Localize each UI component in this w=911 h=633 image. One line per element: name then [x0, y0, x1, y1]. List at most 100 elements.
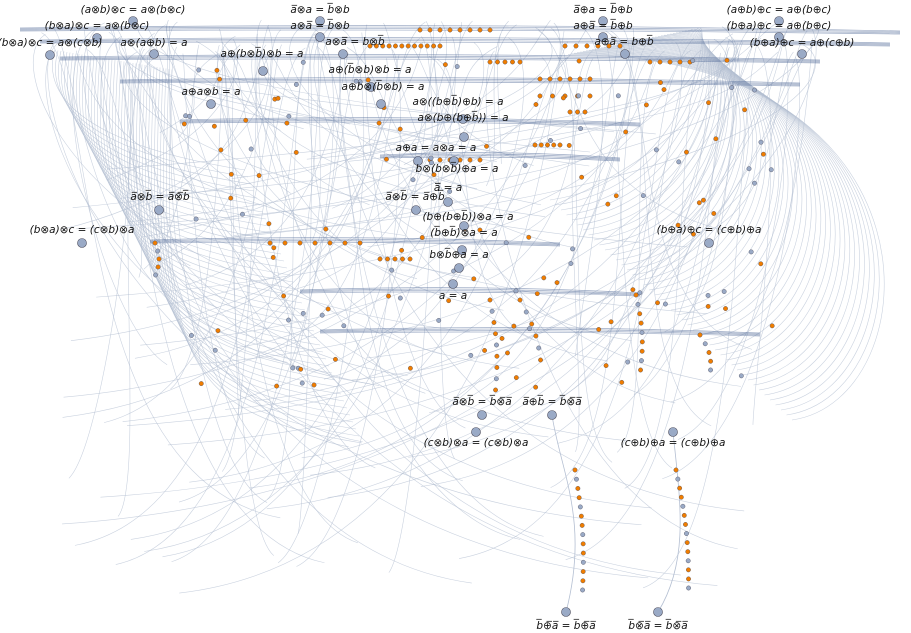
theorem-label: (b⊗a)⊗c = (c⊗b)⊗a	[30, 224, 135, 236]
edge	[588, 49, 851, 386]
lemma-node	[494, 365, 500, 370]
lemma-node	[477, 27, 483, 33]
lemma-node	[217, 76, 222, 82]
theorem-node	[774, 32, 784, 42]
theorem-label: (b⊗a)⊗c = a⊗(b⊗c)	[45, 20, 150, 32]
edge	[603, 46, 826, 361]
lemma-node	[532, 142, 538, 148]
lemma-node	[752, 87, 757, 93]
edge	[550, 36, 654, 488]
lemma-node	[684, 149, 689, 155]
edges	[19, 19, 901, 613]
edge-bundle	[59, 54, 821, 61]
edge	[103, 44, 282, 423]
lemma-node	[274, 383, 280, 389]
lemma-node	[447, 189, 453, 194]
theorem-node	[459, 132, 469, 142]
edge-bundle	[319, 328, 761, 335]
lemma-node	[533, 384, 539, 390]
theorem-node	[92, 33, 102, 43]
lemma-node	[635, 301, 641, 307]
lemma-node	[580, 578, 586, 584]
theorem-node	[458, 114, 468, 124]
edge	[233, 33, 734, 238]
edge	[602, 35, 673, 469]
edge-bundle	[39, 37, 891, 44]
edge-bundle	[39, 38, 891, 45]
edge	[130, 28, 447, 540]
edge	[272, 57, 478, 190]
lemma-node	[493, 387, 498, 393]
lemma-node	[697, 332, 703, 338]
edge	[571, 50, 593, 452]
lemma-node	[706, 100, 711, 106]
lemma-node	[510, 59, 515, 65]
theorem-node	[561, 607, 571, 617]
theorem-node	[128, 16, 138, 26]
edge	[600, 47, 831, 366]
lemma-node	[579, 522, 585, 528]
lemma-node	[181, 121, 187, 127]
lemma-node	[637, 311, 643, 317]
theorem-node	[653, 607, 663, 617]
lemma-node	[567, 76, 573, 82]
lemma-node	[408, 365, 413, 371]
lemma-node	[570, 246, 575, 252]
lemma-node	[752, 180, 757, 186]
edge	[171, 32, 319, 563]
edge	[62, 38, 421, 418]
theorem-label: a̅⊕b̅ = b̅⊗̅a̅	[522, 395, 582, 408]
lemma-node	[533, 102, 539, 107]
lemma-node	[428, 155, 434, 161]
edge-bundle	[179, 117, 641, 124]
theorem-label: (a⊗b)⊗c = a⊗(b⊗c)	[81, 4, 186, 16]
lemma-node	[275, 95, 281, 101]
edge	[254, 19, 376, 469]
lemma-node	[281, 293, 287, 299]
lemma-node	[298, 366, 304, 372]
lemma-node	[691, 231, 696, 237]
theorem-label: a⊗a̅ = b̅⊗b	[290, 19, 350, 32]
edge	[73, 53, 267, 220]
lemma-node	[454, 64, 460, 69]
theorem-node	[459, 221, 469, 231]
theorem-label: (a⊕b)⊕c = a⊕(b⊕c)	[727, 4, 832, 16]
lemma-node	[471, 276, 477, 282]
lemma-node	[397, 295, 403, 301]
edge	[261, 51, 521, 158]
edge	[332, 21, 447, 209]
lemma-node	[215, 328, 221, 334]
lemma-node	[499, 336, 505, 341]
lemma-node	[284, 120, 290, 126]
lemma-node	[603, 363, 609, 368]
theorem-label: a⊗(a⊕b) = a	[120, 37, 187, 49]
lemma-node	[365, 77, 371, 83]
lemma-node	[442, 62, 448, 68]
lemma-node	[538, 357, 543, 363]
theorem-label: (b⊕a)⊕c = a⊕(b⊕c)	[727, 20, 832, 32]
edge	[61, 51, 255, 192]
edge	[407, 41, 534, 167]
edge	[497, 33, 502, 164]
lemma-node	[557, 76, 563, 82]
lemma-node	[547, 76, 553, 82]
theorem-label: (c⊕b)⊕a = (c⊕b)⊕a	[621, 437, 726, 449]
lemma-node	[155, 248, 161, 254]
edge	[76, 53, 270, 227]
lemma-node	[578, 126, 584, 131]
lemma-node	[517, 297, 523, 303]
lemma-node	[596, 327, 602, 332]
theorem-node	[797, 49, 807, 59]
lemma-node	[526, 234, 532, 240]
lemma-node	[701, 197, 706, 203]
lemma-node	[587, 76, 593, 82]
lemma-node	[647, 59, 653, 65]
lemma-node	[554, 280, 560, 286]
edge-bundle	[119, 77, 801, 84]
theorem-label: a⊗((b⊕b̅)⊕b) = a	[412, 95, 503, 108]
lemma-node	[446, 298, 452, 304]
edge	[258, 44, 442, 355]
lemma-node	[502, 59, 508, 65]
edge	[557, 24, 755, 444]
lemma-node	[153, 272, 158, 278]
